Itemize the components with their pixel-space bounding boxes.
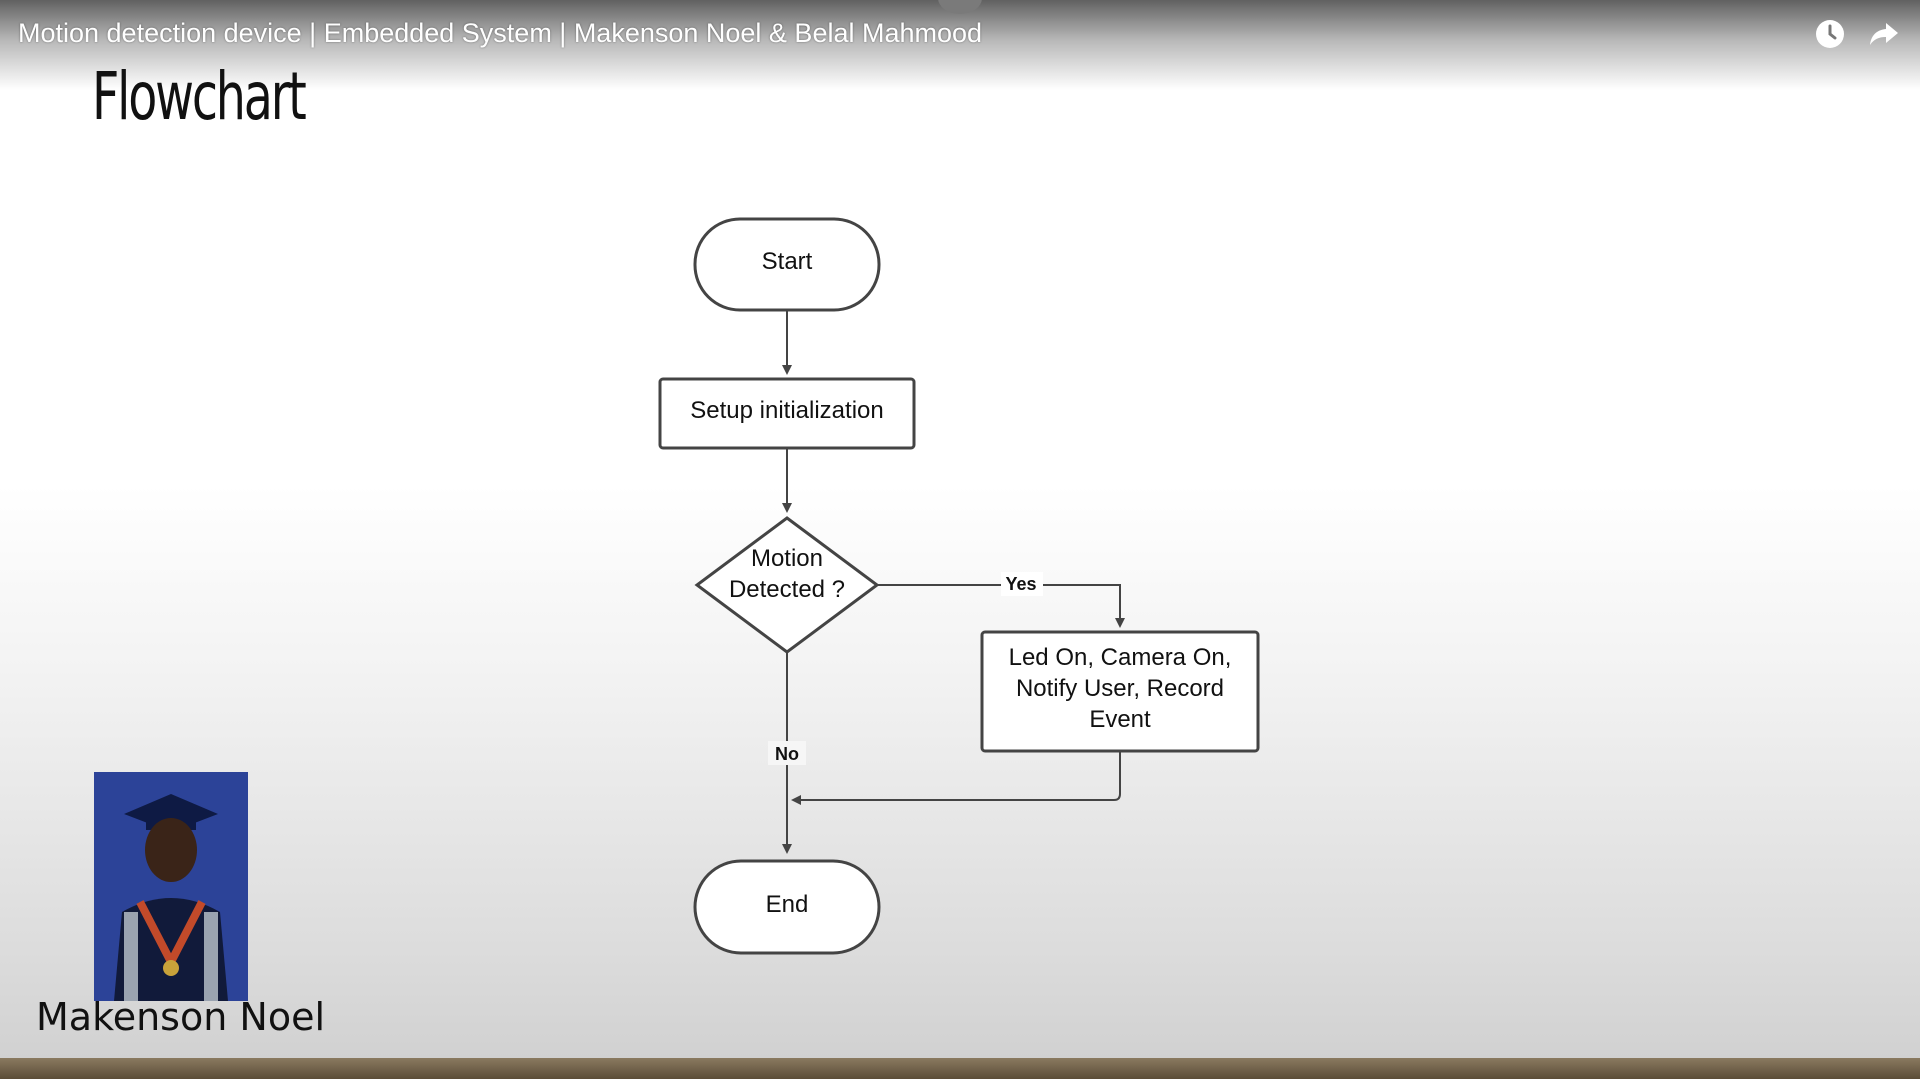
- decision-label-line2: Detected ?: [729, 576, 845, 603]
- presenter-photo: [94, 772, 248, 1001]
- video-top-actions: [1814, 18, 1900, 50]
- action-label-line3: Event: [1089, 706, 1151, 733]
- bottom-strip: [0, 1058, 1920, 1079]
- setup-node: Setup initialization: [658, 377, 916, 450]
- action-label-line1: Led On, Camera On,: [1009, 644, 1232, 671]
- scrubber-handle[interactable]: [938, 0, 982, 14]
- clock-icon[interactable]: [1814, 18, 1846, 50]
- video-title[interactable]: Motion detection device | Embedded Syste…: [18, 18, 983, 48]
- start-label: Start: [762, 248, 813, 275]
- arrow-action-to-merge: [791, 752, 1121, 805]
- slide-title: Flowchart: [92, 58, 307, 135]
- decision-label-line1: Motion: [751, 545, 823, 572]
- yes-label: Yes: [1005, 574, 1036, 594]
- video-top-bar: Motion detection device | Embedded Syste…: [0, 0, 1920, 90]
- share-icon[interactable]: [1868, 18, 1900, 50]
- arrow-yes-branch: [877, 584, 1125, 628]
- presenter-portrait-image: [94, 772, 248, 1001]
- end-label: End: [766, 891, 809, 918]
- action-label-line2: Notify User, Record: [1016, 675, 1224, 702]
- yes-label-bg: [1001, 572, 1043, 596]
- setup-label: Setup initialization: [690, 397, 883, 424]
- decision-node: Motion Detected ?: [694, 516, 880, 654]
- no-label: No: [775, 744, 799, 764]
- end-node: End: [693, 859, 881, 955]
- action-node: Led On, Camera On, Notify User, Record E…: [980, 630, 1260, 753]
- start-node: Start: [693, 217, 881, 312]
- no-label-bg: [768, 741, 806, 765]
- presenter-name: Makenson Noel: [36, 995, 326, 1039]
